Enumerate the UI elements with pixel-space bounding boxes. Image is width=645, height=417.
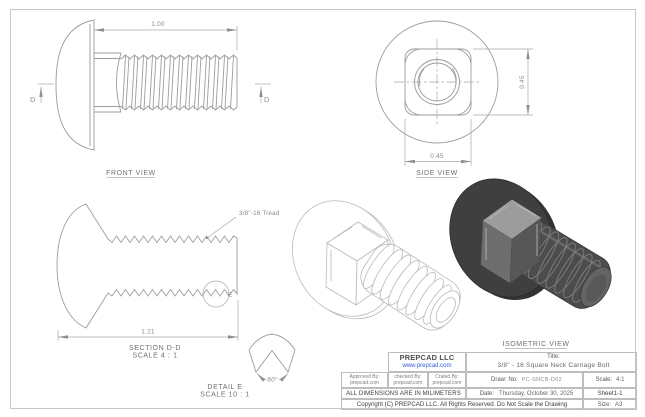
approved-by-value: prepcad.com [350,380,379,386]
side-width-dimension: 0.45 [430,153,444,160]
front-view-label: FRONT VIEW [106,170,156,177]
sheet-border [10,9,636,409]
front-length-dimension: 1.00 [151,21,165,28]
drawing-number-label: Draw: No: [490,377,518,383]
isometric-shaded-bolt [449,178,612,309]
units-note: ALL DIMENSIONS ARE IN MILIMETERS [341,388,466,399]
isometric-view-label: ISOMETRIC VIEW [502,341,569,348]
drawing-number-value: PC-SNCB-D02 [521,377,563,383]
title-cell: Title: 3/8" - 16 Square Neck Carriage Bo… [466,352,637,372]
date-value: Thursday, October 30, 2025 [499,390,574,397]
sheet-cell: Sheet1-1 [583,388,637,399]
section-length-dimension: 1.21 [141,329,155,336]
drawing-number-cell: Draw: No: PC-SNCB-D02 [466,372,583,388]
checked-by-value: prepcad.com [393,380,423,386]
isometric-wireframe-bolt [291,200,461,331]
detail-e-drawing: 60° DETAIL E SCALE 10 : 1 [200,333,296,399]
section-view-scale: SCALE 4 : 1 [132,353,177,360]
detail-view-label: DETAIL E [207,384,242,391]
created-by-cell: Crated By: prepcad.com [428,372,466,388]
section-marker-left: D [30,95,36,104]
company-name: PREPCAD LLC [399,353,455,363]
scale-label: Scale: [595,377,613,383]
side-view-label: SIDE VIEW [416,170,458,177]
date-label: Date: [479,390,495,397]
drawing-title: 3/8" - 16 Square Neck Carriage Bolt [497,361,610,369]
title-block-blank-cell [341,352,388,372]
copyright-note: Copyright (C) PREPCAD LLC. All Rights Re… [341,399,583,410]
side-height-dimension: 0.45 [519,75,526,89]
detail-angle-dimension: 60° [267,376,278,384]
created-by-label: Crated By: [435,374,459,380]
checked-by-cell: checked By: prepcad.com [388,372,428,388]
company-website-link: www.prepcad.com [402,362,452,369]
checked-by-label: checked By: [394,374,422,380]
side-view-drawing: 0.45 0.45 SIDE VIEW [375,20,533,178]
section-marker-right: D [264,95,270,104]
date-cell: Date: Thursday, October 30, 2025 [466,388,583,399]
approved-by-cell: Approved By: prepcad.com [341,372,388,388]
scale-value: 4:1 [616,377,625,383]
title-label: Title: [547,354,560,361]
front-view-drawing: 1.00 D D FRONT VIEW [30,19,271,178]
size-value: A3 [615,401,623,408]
section-dd-drawing: E 3/8"-16 Tread 1.21 SECTION D-D SCALE 4… [56,203,280,360]
created-by-value: prepcad.com [432,380,462,386]
size-cell: Size: A3 [583,399,637,410]
thread-note: 3/8"-16 Tread [239,210,280,217]
section-view-label: SECTION D-D [129,345,181,352]
company-cell: PREPCAD LLC www.prepcad.com [388,352,466,372]
scale-cell: Scale: 4:1 [583,372,637,388]
title-block: PREPCAD LLC www.prepcad.com Title: 3/8" … [341,352,637,410]
detail-marker-e: E [228,292,233,299]
detail-view-scale: SCALE 10 : 1 [200,392,250,399]
approved-by-label: Approved By: [349,374,380,380]
size-label: Size: [597,401,611,408]
